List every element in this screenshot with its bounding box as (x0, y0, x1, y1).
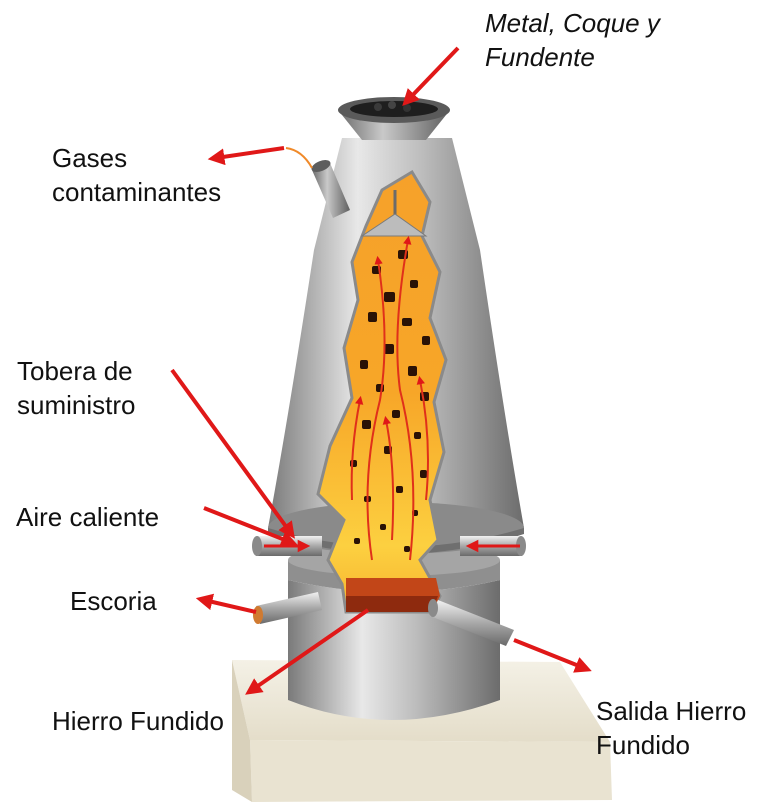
label-salida-line-2: Fundido (596, 728, 746, 762)
label-salida: Salida Hierro Fundido (596, 694, 746, 762)
arrow-escoria (204, 600, 256, 612)
arrow-gases (216, 148, 284, 158)
label-hierro: Hierro Fundido (52, 704, 224, 738)
label-hierro-line-1: Hierro Fundido (52, 704, 224, 738)
top-hopper (338, 97, 450, 140)
label-gases-line-1: Gases (52, 141, 221, 175)
label-gases-line-2: contaminantes (52, 175, 221, 209)
label-gases: Gases contaminantes (52, 141, 221, 209)
label-tobera: Tobera de suministro (17, 354, 135, 422)
label-input: Metal, Coque y Fundente (485, 6, 660, 74)
arrow-input (408, 48, 458, 100)
arrow-tobera (172, 370, 290, 532)
label-escoria-line-1: Escoria (70, 584, 157, 618)
label-aire: Aire caliente (16, 500, 159, 534)
label-input-line-2: Fundente (485, 40, 660, 74)
label-input-line-1: Metal, Coque y (485, 6, 660, 40)
label-tobera-line-2: suministro (17, 388, 135, 422)
label-salida-line-1: Salida Hierro (596, 694, 746, 728)
label-tobera-line-1: Tobera de (17, 354, 135, 388)
label-escoria: Escoria (70, 584, 157, 618)
label-aire-line-1: Aire caliente (16, 500, 159, 534)
